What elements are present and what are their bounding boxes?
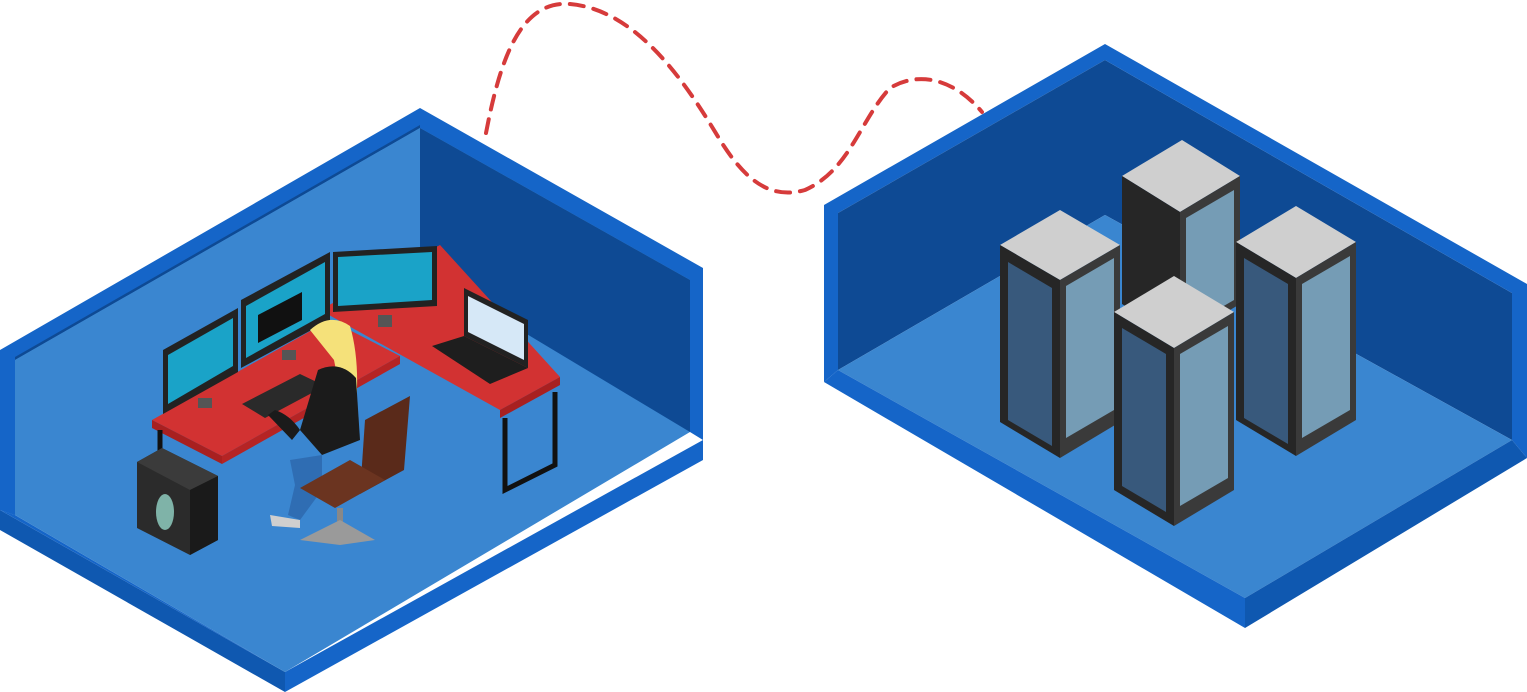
office-floor-front	[0, 510, 285, 672]
office-chair	[300, 396, 410, 545]
laptop	[432, 288, 528, 384]
server-rack-right	[1236, 206, 1356, 456]
office-wall-right-back	[420, 128, 690, 432]
keyboard	[242, 374, 325, 418]
office-wall-left-front	[0, 350, 15, 515]
office-slab-front	[0, 510, 285, 692]
server-wall-back-l	[838, 60, 1105, 370]
office-wall-left	[0, 108, 420, 515]
monitors	[163, 246, 437, 414]
server-rack-left	[1000, 210, 1120, 458]
office-wall-right-rim	[420, 108, 703, 440]
pc-tower	[137, 448, 218, 555]
office-wall-left-inner	[15, 125, 420, 360]
server-slab-front	[824, 370, 1245, 628]
server-wall-right-rim	[1105, 44, 1527, 458]
server-rack-front	[1114, 276, 1234, 526]
office-slab-right	[285, 440, 703, 692]
server-rack-icon	[1000, 140, 1356, 526]
server-slab-right	[1245, 440, 1527, 628]
network-connection-icon	[484, 1, 984, 195]
